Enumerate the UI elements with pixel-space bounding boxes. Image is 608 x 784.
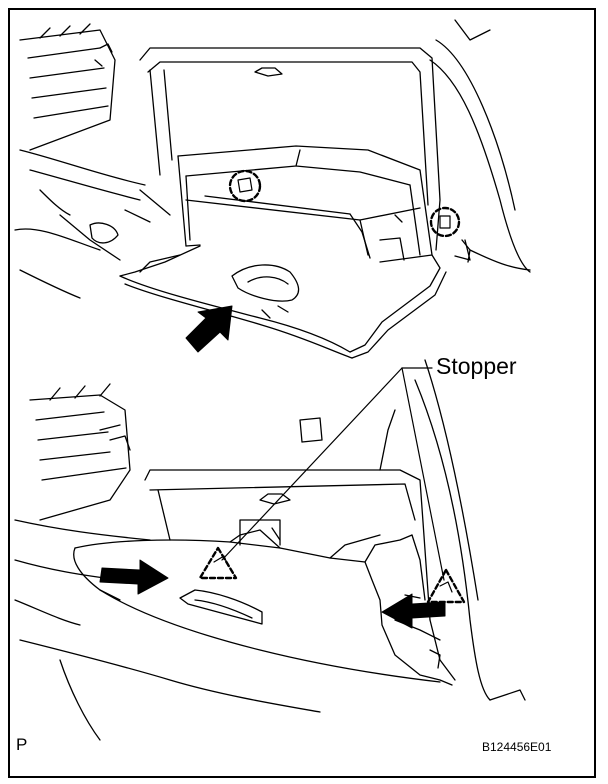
panel-letter: P: [16, 735, 28, 754]
clip-circle-icon: [228, 169, 461, 238]
push-arrow-icon: [99, 559, 169, 595]
top-glove-box: [119, 145, 447, 359]
figure-code: B124456E01: [482, 740, 552, 754]
bottom-glove-box: [73, 527, 453, 686]
stopper-leader-lines: [221, 367, 445, 581]
bottom-dashboard-outline: [14, 359, 526, 741]
top-dashboard-outline: [14, 19, 531, 299]
push-arrow-icon: [381, 593, 446, 629]
push-arrow-icon: [185, 305, 233, 353]
illustration-frame: [8, 8, 596, 778]
stopper-callout-label: Stopper: [436, 353, 517, 379]
